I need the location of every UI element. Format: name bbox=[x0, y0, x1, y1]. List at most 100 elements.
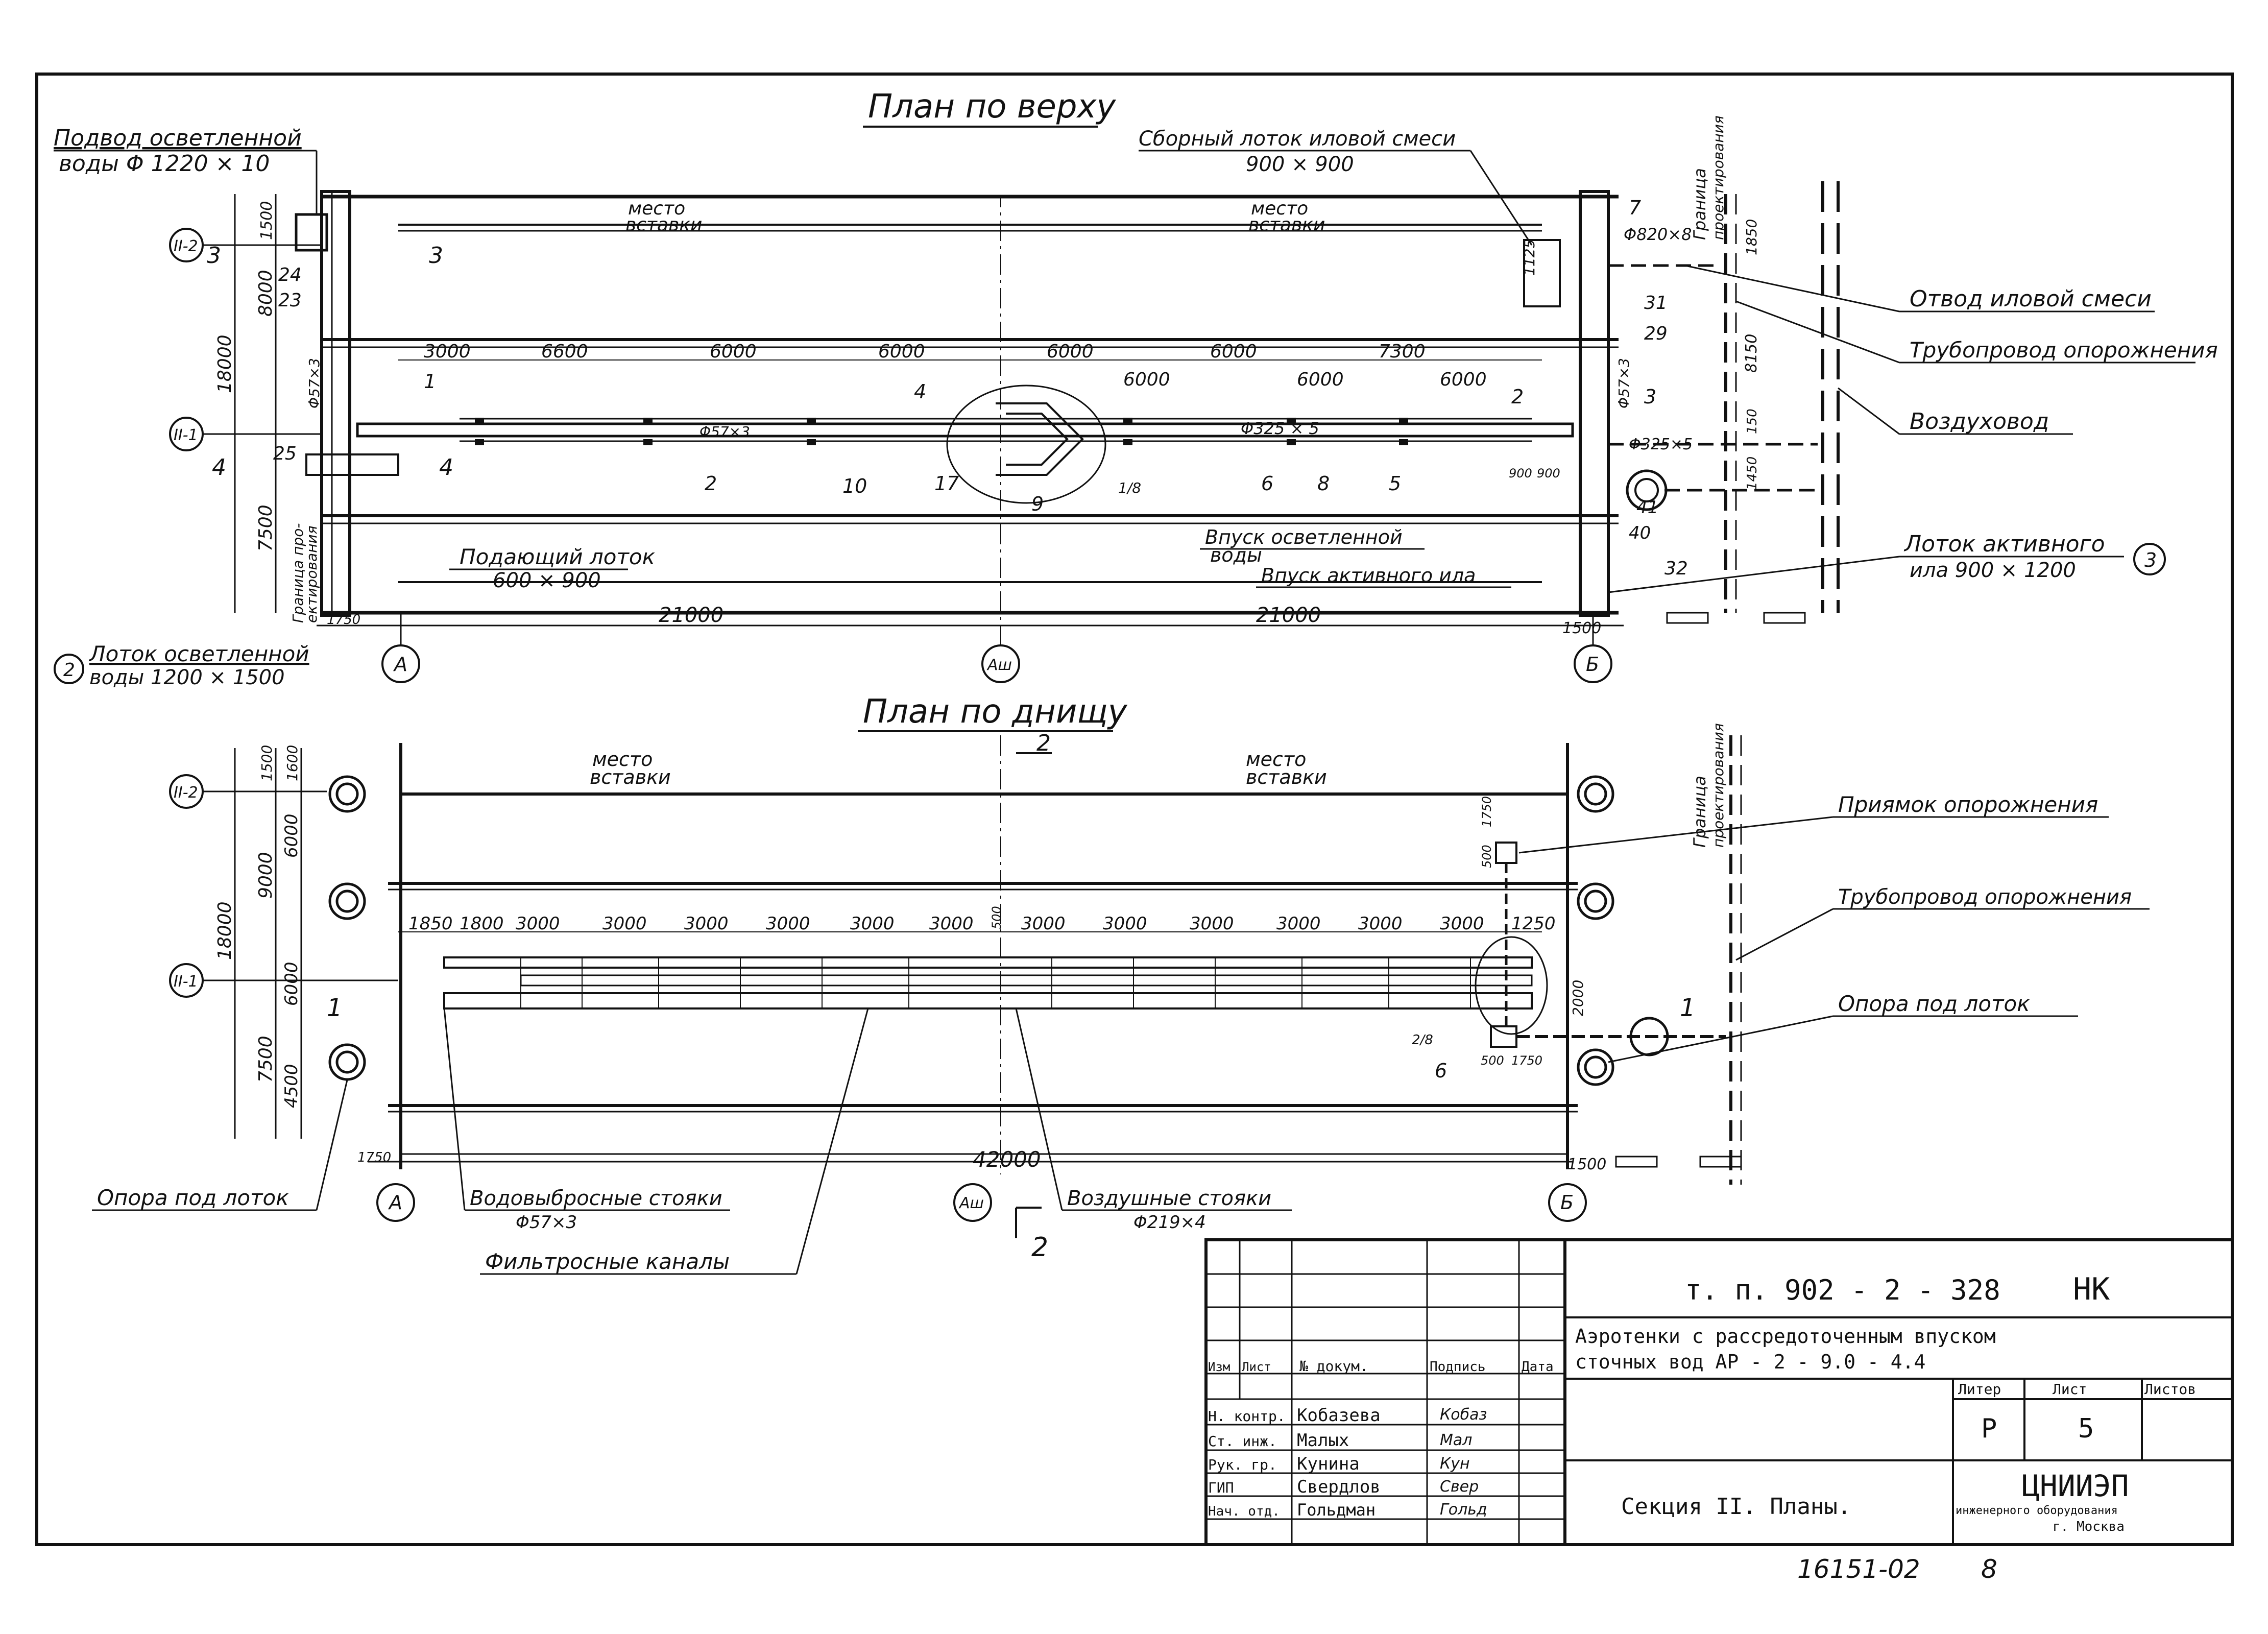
bot-dim-15: 3000 bbox=[1440, 914, 1484, 934]
active-tray-mark: 3 bbox=[2144, 549, 2157, 571]
top-dim-right-4: 150 bbox=[1745, 408, 1760, 434]
top-dim2-1: 6000 bbox=[1123, 369, 1170, 390]
pos-41: 41 bbox=[1636, 497, 1658, 518]
top-dim-left-1: 1500 bbox=[258, 201, 276, 240]
clarified-tray-1: Лоток осветленной bbox=[88, 641, 309, 666]
sec-mark-2-top: 2 bbox=[1036, 730, 1051, 756]
filter-channel-mid bbox=[520, 974, 1533, 987]
bot-pos-2-8: 2/8 bbox=[1412, 1032, 1433, 1048]
bot-dim-right-5: 1750 bbox=[1511, 1053, 1542, 1068]
active-tray-label-1: Лоток активного bbox=[1903, 531, 2105, 557]
bot-dim-12: 3000 bbox=[1190, 914, 1234, 934]
feed-tray bbox=[356, 422, 1574, 438]
org-1: ЦНИИЭП bbox=[2022, 1469, 2129, 1503]
bot-dim-left-6: 6000 bbox=[281, 962, 302, 1006]
top-insert-2a: место bbox=[1251, 198, 1308, 219]
top-axis-ii1: II-1 bbox=[174, 426, 198, 444]
bot-dim-left-4: 6000 bbox=[281, 813, 302, 858]
bot-axis-ii2: II-2 bbox=[174, 784, 198, 802]
bot-dim-11: 3000 bbox=[1103, 914, 1147, 934]
top-dim-7: 7300 bbox=[1379, 341, 1426, 362]
top-left-wall bbox=[320, 190, 351, 617]
bot-dim-6: 3000 bbox=[766, 914, 810, 934]
sign-1: Кобаз bbox=[1440, 1406, 1487, 1424]
org-3: г. Москва bbox=[2053, 1519, 2125, 1534]
bot-pos-6: 6 bbox=[1435, 1060, 1447, 1082]
bot-dim-2: 1800 bbox=[460, 914, 504, 934]
bot-dim-1: 1850 bbox=[408, 914, 453, 934]
sec-mark-2-bot: 2 bbox=[1031, 1232, 1048, 1263]
sec-mark-4a: 4 bbox=[212, 454, 226, 480]
supply-label-2: воды Φ 1220 × 10 bbox=[59, 151, 270, 177]
clarified-inlet-2: воды bbox=[1210, 544, 1262, 566]
pipe-820-label: Φ820×8 bbox=[1624, 225, 1692, 244]
sheet-frame bbox=[35, 73, 2234, 1546]
drain-pipe-label: Трубопровод опорожнения bbox=[1910, 338, 2218, 363]
page-number: 8 bbox=[1981, 1554, 1997, 1584]
sheet-val: 5 bbox=[2078, 1413, 2094, 1444]
pos-8-frac: 1/8 bbox=[1118, 479, 1141, 496]
sheets-hdr: Листов bbox=[2144, 1381, 2196, 1398]
clarified-tray-mark: 2 bbox=[63, 660, 75, 681]
filter-channel-bot bbox=[443, 992, 1533, 1010]
top-axis-b: Б bbox=[1586, 653, 1599, 676]
top-axis-a: A bbox=[393, 653, 407, 676]
air-duct-label: Воздуховод bbox=[1910, 408, 2049, 435]
archive-number: 16151-02 bbox=[1797, 1554, 1920, 1584]
boundary-top-1: Граница bbox=[1690, 168, 1709, 240]
bot-axis-ash: Аш bbox=[958, 1194, 984, 1212]
bot-dim-left-7: 7500 bbox=[255, 1036, 276, 1083]
clarified-tray-2: воды 1200 × 1500 bbox=[89, 666, 285, 689]
supply-label-1: Подвод осветленной bbox=[54, 125, 302, 151]
bot-dim-left-5: 18000 bbox=[214, 901, 235, 960]
doc-title-2: сточных вод АР - 2 - 9.0 - 4.4 bbox=[1575, 1351, 1925, 1373]
top-dim-bottom-2: 21000 bbox=[659, 604, 723, 627]
doc-code: т. п. 902 - 2 - 328 bbox=[1685, 1274, 2000, 1306]
bot-dim-left-8: 4500 bbox=[281, 1064, 302, 1108]
pos-2b: 2 bbox=[1511, 386, 1524, 408]
org-2: инженерного оборудования bbox=[1956, 1504, 2118, 1517]
clarified-inlet-1: Впуск осветленной bbox=[1205, 526, 1403, 548]
top-dim-1: 3000 bbox=[424, 341, 471, 362]
sign-4: Свер bbox=[1440, 1478, 1479, 1496]
bot-dim-8: 3000 bbox=[929, 914, 974, 934]
role-4: ГИП bbox=[1208, 1479, 1234, 1496]
bot-dim-left-1: 1500 bbox=[258, 745, 275, 781]
bot-dim-right-3: 2000 bbox=[1570, 980, 1586, 1016]
name-2: Малых bbox=[1297, 1430, 1349, 1451]
bot-dim-3: 3000 bbox=[516, 914, 560, 934]
feed-tray-label-1: Подающий лоток bbox=[460, 544, 656, 569]
bottom-plan-title: План по днищу bbox=[863, 693, 1128, 731]
filter-channel-top bbox=[443, 956, 1533, 969]
top-insert-2b: вставки bbox=[1248, 214, 1325, 235]
sludge-outlet-label: Отвод иловой смеси bbox=[1910, 286, 2152, 312]
bot-insert-1a: место bbox=[592, 748, 653, 771]
boundary-left-1: Граница про- bbox=[289, 523, 306, 623]
top-dim-right-5: 1450 bbox=[1745, 456, 1760, 490]
top-axis-ii2: II-2 bbox=[174, 237, 198, 255]
bot-dim-10: 3000 bbox=[1021, 914, 1066, 934]
node-detail-ellipse bbox=[946, 385, 1106, 504]
top-dim2-2: 6000 bbox=[1297, 369, 1344, 390]
stage-val: Р bbox=[1981, 1413, 1997, 1444]
collect-tray-label-2: 900 × 900 bbox=[1246, 153, 1354, 176]
water-risers-label-2: Φ57×3 bbox=[516, 1212, 577, 1233]
pos-2: 2 bbox=[705, 472, 717, 495]
bot-axis-a: A bbox=[388, 1191, 402, 1214]
water-risers-label-1: Водовыбросные стояки bbox=[470, 1187, 722, 1210]
top-plan-title: План по верху bbox=[868, 88, 1116, 126]
top-dim-bottom-4: 1500 bbox=[1562, 619, 1601, 637]
sign-3: Кун bbox=[1440, 1455, 1470, 1473]
pos-31: 31 bbox=[1644, 293, 1668, 314]
collect-tray-label-1: Сборный лоток иловой смеси bbox=[1139, 127, 1456, 151]
pos-7: 7 bbox=[1629, 197, 1641, 219]
bot-dim-right-2: 500 bbox=[1480, 845, 1494, 868]
role-3: Рук. гр. bbox=[1208, 1456, 1277, 1473]
bot-drain-pipe-label: Трубопровод опорожнения bbox=[1838, 885, 2132, 909]
bot-boundary-1: Граница bbox=[1690, 776, 1709, 848]
name-3: Кунина bbox=[1297, 1454, 1360, 1474]
bot-axis-ii1: II-1 bbox=[174, 973, 198, 991]
pipe-325-label: Φ325 × 5 bbox=[1241, 419, 1319, 438]
bot-dim-left-3: 9000 bbox=[255, 852, 276, 899]
